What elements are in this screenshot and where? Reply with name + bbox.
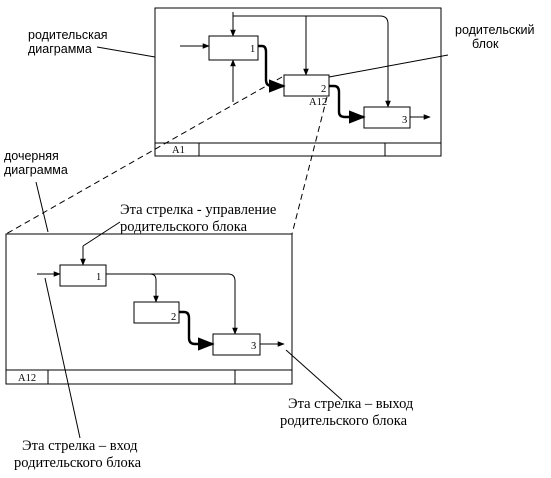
label-control-arrow: Эта стрелка - управление родительского б… bbox=[120, 202, 280, 235]
label-child-diagram-line1: дочерняя bbox=[4, 149, 59, 163]
label-control-arrow-line2: родительского блока bbox=[120, 219, 248, 235]
parent-control-split-box3 bbox=[306, 15, 391, 108]
parent-box-1-number: 1 bbox=[250, 44, 255, 55]
label-input-arrow-line1: Эта стрелка – вход bbox=[22, 438, 138, 454]
parent-output-box1-to-box2 bbox=[258, 44, 286, 93]
decomposition-line-right bbox=[291, 96, 328, 235]
label-parent-block: родительский блок bbox=[455, 23, 538, 51]
label-input-arrow: Эта стрелка – вход родительского блока bbox=[14, 438, 142, 471]
label-parent-diagram-line1: родительская bbox=[28, 28, 108, 42]
label-output-arrow-line1: Эта стрелка – выход bbox=[288, 396, 414, 412]
parent-box-1 bbox=[208, 35, 259, 61]
child-output-box1-to-box3 bbox=[106, 273, 238, 335]
parent-frame-tag: A1 bbox=[172, 145, 185, 156]
child-box-3-number: 3 bbox=[251, 341, 256, 352]
parent-box-2-tag: A12 bbox=[309, 97, 327, 108]
child-box-1-number: 1 bbox=[96, 272, 101, 283]
label-output-arrow-line2: родительского блока bbox=[280, 413, 408, 429]
leader-child-diagram bbox=[35, 181, 49, 233]
label-child-diagram-line2: диаграмма bbox=[4, 163, 68, 177]
label-child-diagram: дочерняя диаграмма bbox=[4, 149, 68, 177]
child-output-box1-to-box2 bbox=[149, 273, 159, 303]
label-parent-diagram: родительская диаграмма bbox=[28, 28, 111, 56]
label-parent-diagram-line2: диаграмма bbox=[28, 42, 92, 56]
child-frame-tag: A12 bbox=[18, 373, 36, 384]
parent-box-2-number: 2 bbox=[321, 84, 326, 95]
leader-input bbox=[44, 277, 81, 439]
label-parent-block-line1: родительский bbox=[455, 23, 535, 37]
parent-output-box2-to-box3 bbox=[329, 84, 366, 124]
child-output-box2-to-box3 bbox=[179, 310, 215, 351]
leader-parent-block bbox=[328, 54, 449, 78]
decomposition-line-left bbox=[5, 76, 283, 235]
label-parent-block-line2: блок bbox=[472, 37, 499, 51]
leader-parent-diagram bbox=[96, 46, 156, 58]
child-frame bbox=[5, 233, 293, 385]
leader-control bbox=[82, 221, 121, 247]
parent-frame bbox=[154, 7, 442, 157]
label-input-arrow-line2: родительского блока bbox=[14, 455, 142, 471]
child-box-2-number: 2 bbox=[171, 312, 176, 323]
parent-box-3-number: 3 bbox=[402, 115, 407, 126]
label-output-arrow: Эта стрелка – выход родительского блока bbox=[280, 396, 417, 429]
child-diagram: A12 1 2 3 bbox=[5, 233, 293, 385]
parent-diagram: A1 1 2 A12 3 bbox=[154, 7, 442, 157]
leader-output bbox=[285, 349, 343, 401]
label-control-arrow-line1: Эта стрелка - управление bbox=[120, 202, 276, 218]
